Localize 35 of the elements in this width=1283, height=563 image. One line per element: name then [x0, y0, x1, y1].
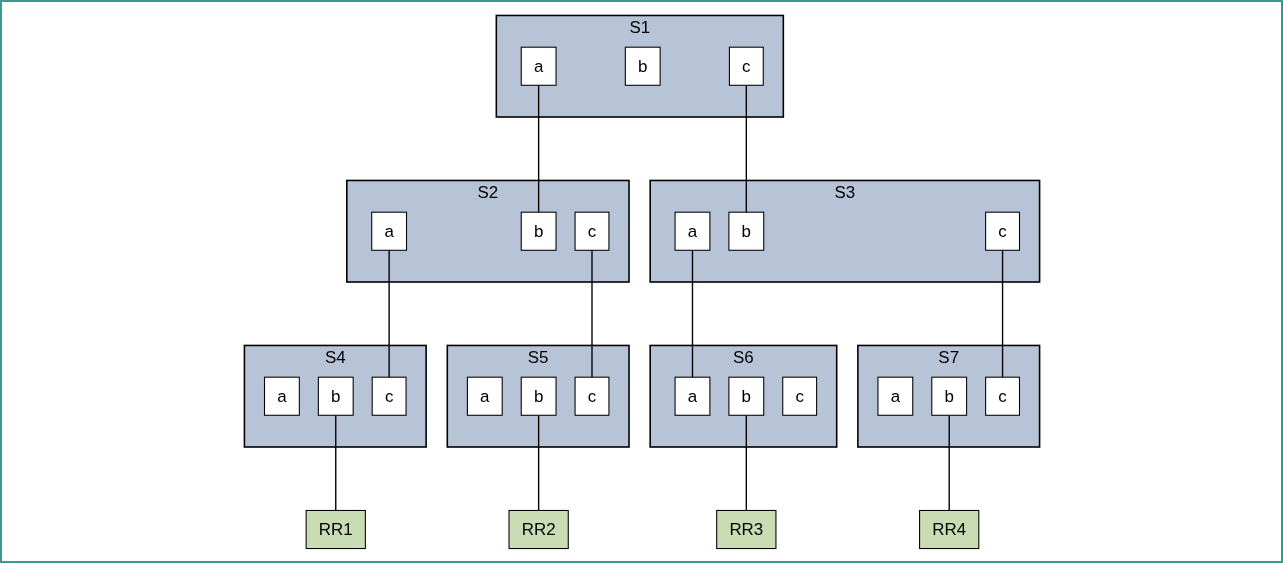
node-box: c [574, 376, 609, 416]
node-box: RR4 [918, 509, 979, 549]
connector [1001, 249, 1003, 378]
node-box: a [263, 376, 300, 416]
connector [590, 249, 593, 378]
node-box: a [520, 46, 557, 86]
node-box: c [574, 211, 609, 251]
node-box: RR1 [305, 509, 366, 549]
connector [334, 414, 336, 511]
node-box: b [930, 376, 967, 416]
node-box: b [520, 376, 557, 416]
node-box: b [624, 46, 661, 86]
node-box: b [317, 376, 354, 416]
node-box: b [727, 376, 764, 416]
connector [537, 414, 539, 511]
node-box: a [370, 211, 407, 251]
connector [691, 249, 693, 378]
node-box: c [371, 376, 407, 416]
connector [537, 84, 539, 213]
node-box: RR3 [715, 509, 776, 549]
connector [745, 84, 747, 213]
node-box: a [466, 376, 503, 416]
node-box: RR2 [508, 509, 569, 549]
node-box: b [520, 211, 557, 251]
node-box: c [781, 376, 817, 416]
node-box: a [876, 376, 913, 416]
node-box: c [984, 211, 1020, 251]
connector [948, 414, 950, 511]
node-box: a [674, 376, 710, 416]
connector [387, 249, 390, 378]
node-box: c [728, 46, 764, 86]
node-box: b [727, 211, 764, 251]
connector [745, 414, 747, 511]
node-box: a [674, 211, 710, 251]
node-box: c [984, 376, 1020, 416]
